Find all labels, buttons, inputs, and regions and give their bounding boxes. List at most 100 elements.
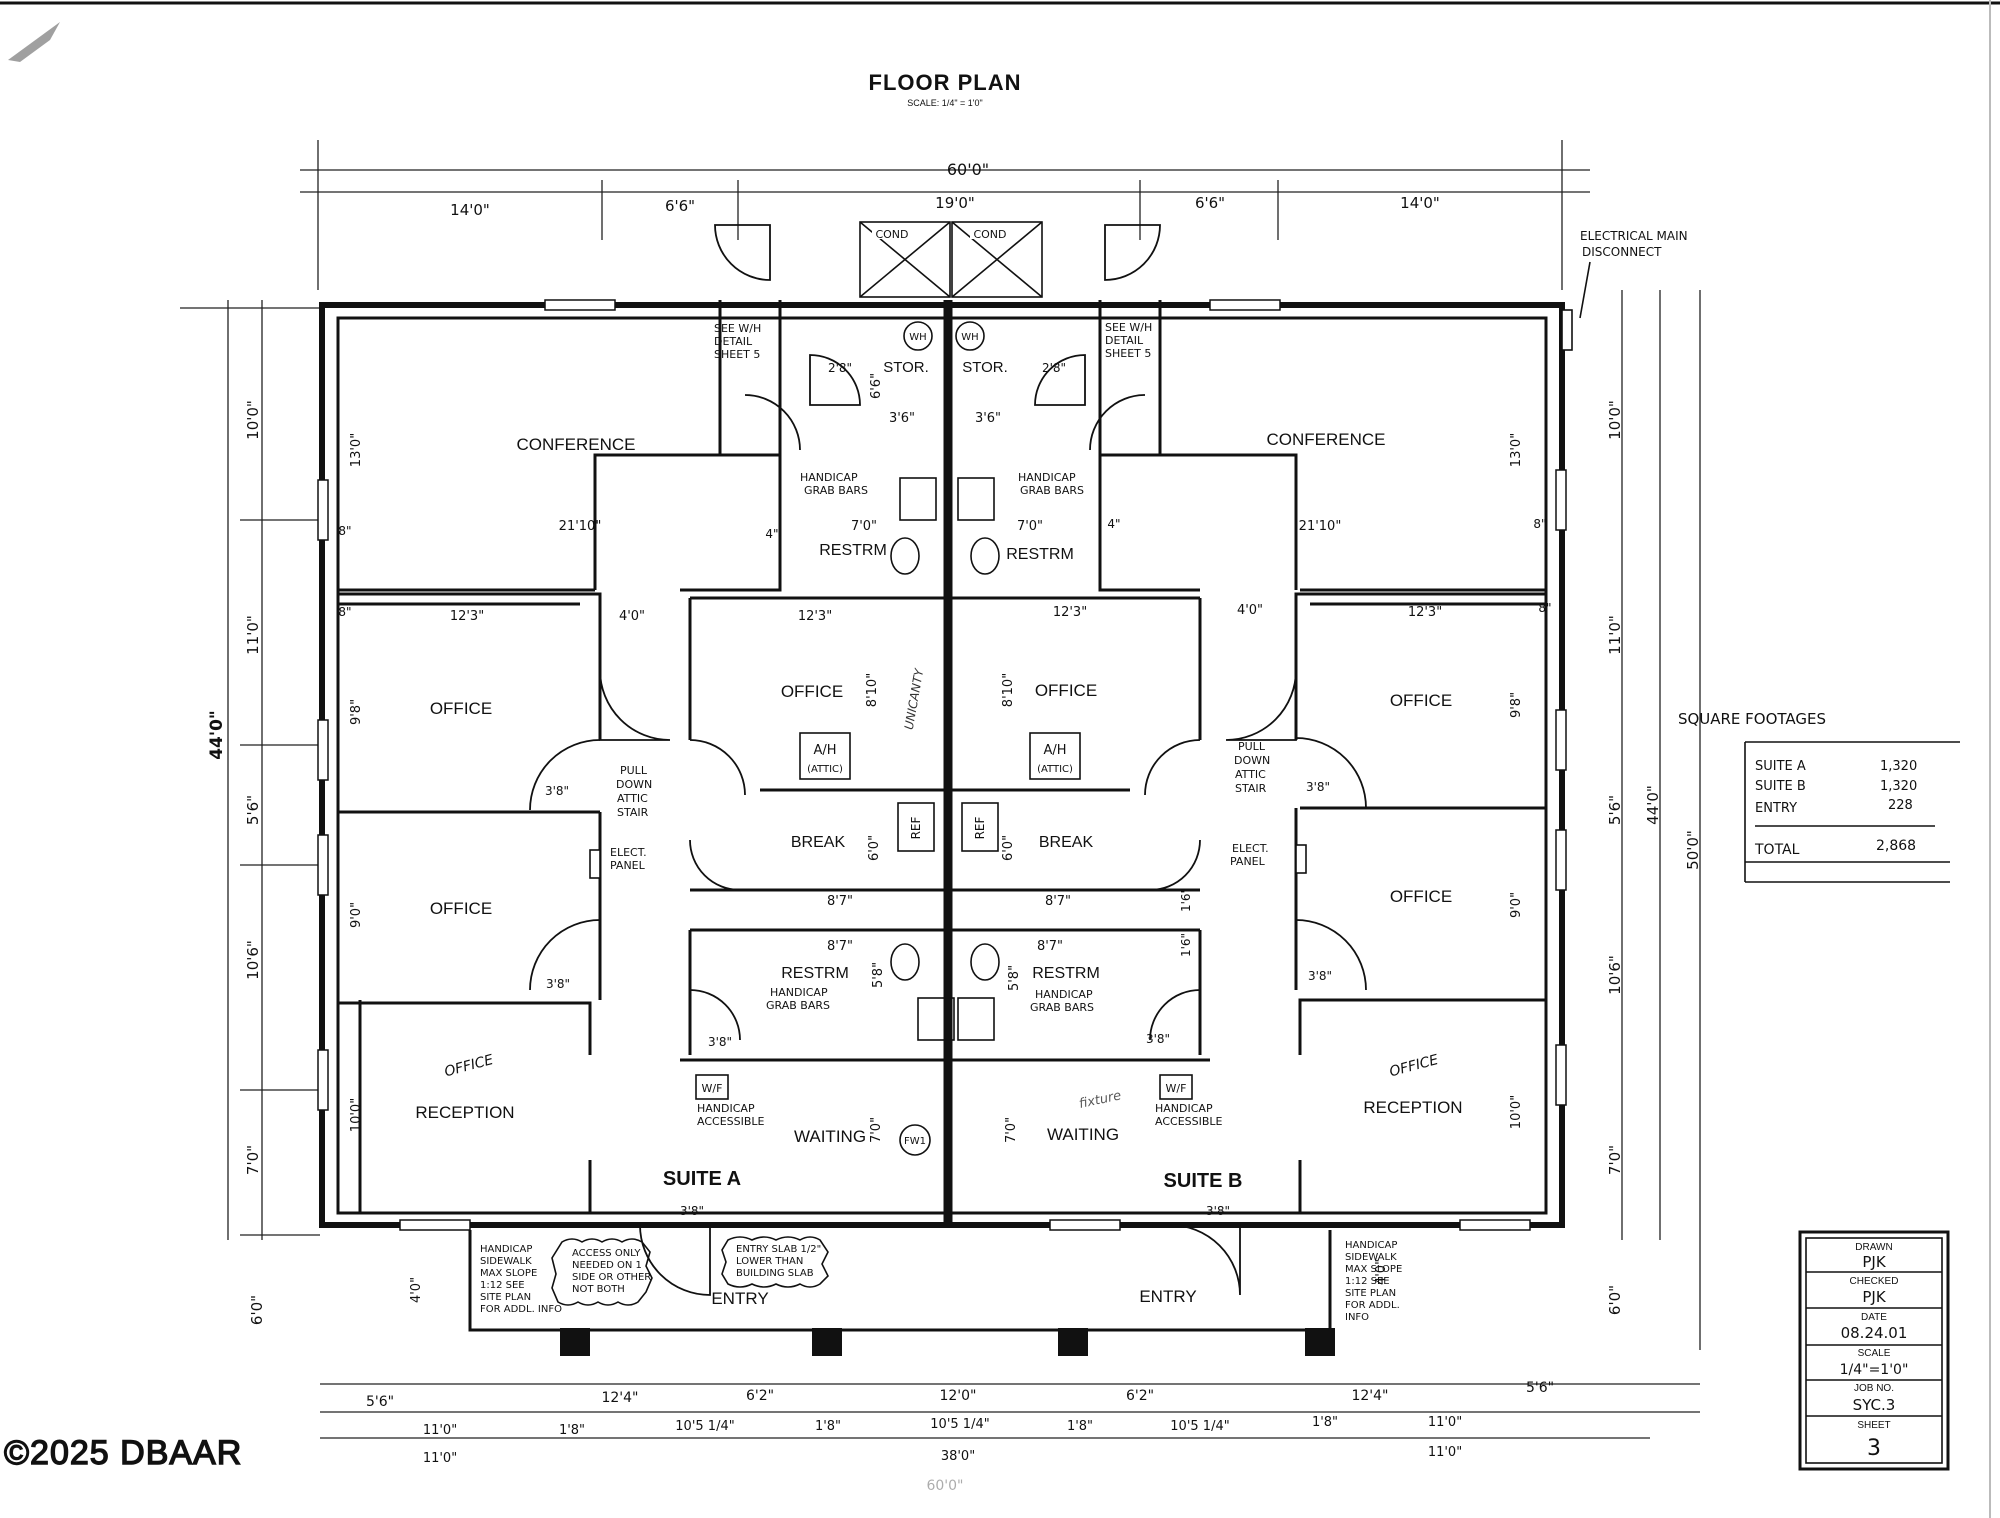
idim-60-b: 6'0" (1001, 835, 1016, 861)
room-reception-b: RECEPTION (1363, 1098, 1462, 1117)
idim-40-a: 4'0" (619, 609, 645, 624)
ref-b: REF (973, 816, 987, 839)
note-entry-slab: ENTRY SLAB 1/2" LOWER THAN BUILDING SLAB (736, 1244, 824, 1279)
tb-scale-value: 1/4"=1'0" (1840, 1362, 1909, 1378)
dim-b2-8: 1'8" (1312, 1415, 1338, 1430)
wh-a: WH (909, 332, 926, 343)
idim-90-b: 9'0" (1509, 892, 1524, 918)
bottom-dimensions: 5'6" 12'4" 6'2" 12'0" 6'2" 12'4" 5'6" 11… (320, 1380, 1700, 1494)
idim-8-d: 8" (1538, 601, 1551, 615)
idim-40-c: 4'0" (1374, 1259, 1389, 1285)
sqft-row2-value: 1,320 (1880, 779, 1917, 794)
idim-70-b: 7'0" (1017, 519, 1043, 534)
idim-87-a2: 8'7" (827, 939, 853, 954)
idim-60-a: 6'0" (867, 835, 882, 861)
idim-70-a: 7'0" (851, 519, 877, 534)
tb-scale-label: SCALE (1858, 1348, 1891, 1359)
room-entry-b: ENTRY (1139, 1287, 1196, 1306)
room-restroom-top-a: RESTRM (819, 542, 887, 559)
ah-b: A/H (1043, 743, 1066, 758)
room-break-a: BREAK (791, 834, 846, 851)
note-electrical-main: ELECTRICAL MAIN DISCONNECT (1580, 229, 1691, 259)
dim-left-3: 5'6" (244, 795, 262, 825)
idim-16-b: 1'6" (1179, 933, 1193, 957)
note-unicanty: UNICANTY (902, 666, 927, 731)
air-handlers: A/H (ATTIC) A/H (ATTIC) (799, 732, 1081, 780)
tb-drawn-label: DRAWN (1855, 1242, 1892, 1253)
sqft-row3-label: ENTRY (1755, 801, 1797, 816)
sqft-row1-label: SUITE A (1755, 759, 1806, 774)
idim-16-a: 1'6" (1179, 888, 1193, 912)
condenser-units: COND COND (859, 221, 1043, 298)
dim-b2-3: 10'5 1/4" (675, 1419, 734, 1434)
idim-8-b: 8" (1533, 517, 1546, 531)
idim-380-b1: 3'8" (1306, 780, 1330, 794)
note-see-wh-b: SEE W/H DETAIL SHEET 5 (1105, 321, 1156, 360)
square-footages-table: SQUARE FOOTAGES SUITE A 1,320 SUITE B 1,… (1678, 710, 1960, 883)
note-pull-down-a: PULL DOWN ATTIC STAIR (616, 764, 656, 819)
dim-b1-7: 5'6" (1526, 1380, 1554, 1396)
tb-date-value: 08.24.01 (1841, 1324, 1908, 1342)
cond-label-b: COND (973, 228, 1006, 241)
idim-70-c: 7'0" (869, 1117, 884, 1143)
dim-top-3: 19'0" (935, 194, 975, 212)
idim-40-d: 4'0" (409, 1277, 424, 1303)
idim-8-a: 8" (338, 524, 351, 538)
room-restroom-low-a: RESTRM (781, 965, 849, 982)
dim-b2-9: 11'0" (1428, 1415, 1462, 1430)
handwritten-office-a: OFFICE (443, 1052, 495, 1080)
room-office-a3: OFFICE (781, 682, 843, 701)
idim-268-a: 2'8" (828, 361, 852, 375)
room-restroom-low-b: RESTRM (1032, 965, 1100, 982)
suite-b-label: SUITE B (1164, 1170, 1243, 1192)
idim-380-a4: 3'8" (680, 1204, 704, 1218)
ref-a: REF (909, 816, 923, 839)
note-access-only: ACCESS ONLY NEEDED ON 1 SIDE OR OTHER NO… (572, 1248, 654, 1295)
idim-268-b: 2'8" (1042, 361, 1066, 375)
idim-36-a: 3'6" (889, 411, 915, 426)
suite-a-label: SUITE A (663, 1168, 741, 1190)
dim-overall-top: 60'0" (947, 160, 989, 179)
dim-right-1: 10'0" (1606, 400, 1624, 440)
dim-b1-3: 6'2" (746, 1388, 774, 1404)
dim-b2-6: 1'8" (1067, 1419, 1093, 1434)
tb-sheet-label: SHEET (1857, 1420, 1890, 1431)
dim-right-2: 11'0" (1606, 615, 1624, 655)
dim-left-6: 6'0" (248, 1295, 266, 1325)
door-swings (529, 224, 1367, 1296)
idim-380-a1: 3'8" (545, 784, 569, 798)
note-accessible-a: HANDICAP ACCESSIBLE (697, 1102, 765, 1128)
title-block: DRAWN PJK CHECKED PJK DATE 08.24.01 SCAL… (1798, 1230, 1950, 1471)
idim-90-a: 9'0" (349, 902, 364, 928)
top-dimensions: 60'0" 14'0" 6'6" 19'0" 6'6" 14'0" (300, 140, 1590, 290)
idim-1223-a2: 12'3" (798, 609, 832, 624)
idim-810-a: 8'10" (865, 673, 880, 707)
room-storage-a: STOR. (883, 359, 929, 376)
dim-right-4: 10'6" (1606, 955, 1624, 995)
dim-left-2: 11'0" (244, 615, 262, 655)
idim-70-d: 7'0" (1004, 1117, 1019, 1143)
idim-2110-b: 21'10" (1299, 519, 1342, 534)
sqft-total-label: TOTAL (1754, 842, 1800, 858)
sqft-total-value: 2,868 (1876, 838, 1916, 854)
idim-40-b: 4'0" (1237, 603, 1263, 618)
room-storage-b: STOR. (962, 359, 1008, 376)
note-fixture: fixture (1078, 1088, 1123, 1112)
room-office-b1: OFFICE (1390, 691, 1452, 710)
note-elect-panel-a: ELECT. PANEL (610, 846, 650, 872)
dim-b1-4: 12'0" (939, 1388, 976, 1404)
tb-job-label: JOB NO. (1854, 1383, 1894, 1394)
note-grab-bars-low-a: HANDICAP GRAB BARS (766, 986, 831, 1012)
room-reception-a: RECEPTION (415, 1103, 514, 1122)
sqft-title: SQUARE FOOTAGES (1678, 710, 1826, 728)
plumbing-fixtures (890, 477, 1000, 1041)
dim-right-overall: 44'0" (1644, 785, 1662, 825)
dim-b1-6: 12'4" (1351, 1388, 1388, 1404)
sqft-row2-label: SUITE B (1755, 779, 1806, 794)
entry-slab (468, 1230, 1335, 1356)
dim-b2-7: 10'5 1/4" (1170, 1419, 1229, 1434)
room-office-a2: OFFICE (430, 899, 492, 918)
wf-b: W/F (1166, 1082, 1187, 1095)
idim-380-b2: 3'8" (1308, 969, 1332, 983)
idim-100-a: 10'0" (349, 1098, 364, 1132)
